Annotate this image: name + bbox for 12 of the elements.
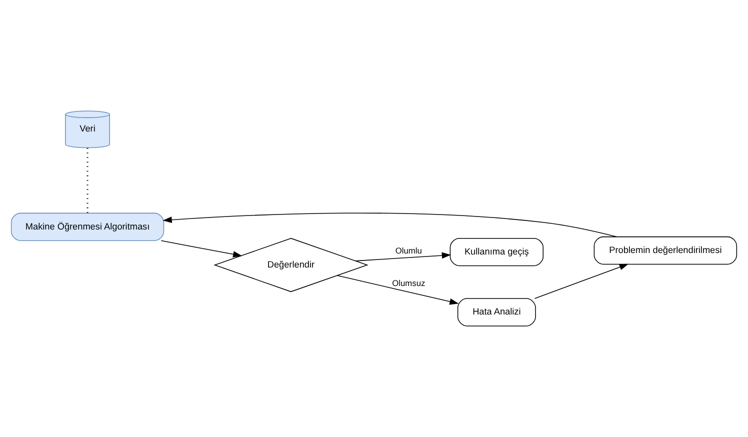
node-box: Hata Analizi [457,298,536,326]
node-box: Problemin değerlendirilmesi [594,236,738,265]
arrow [336,275,459,305]
node-box: Makine Öğrenmesi Algoritması [10,212,164,241]
node-diamond: Değerlendir [214,238,368,292]
arrow [355,252,452,262]
edge-label: Olumsuz [392,278,426,288]
node-box: Kullanıma geçiş [450,238,544,266]
arrow [162,212,617,238]
arrow [534,264,629,299]
arrow [160,240,242,258]
edge-label: Olumlu [395,245,422,256]
